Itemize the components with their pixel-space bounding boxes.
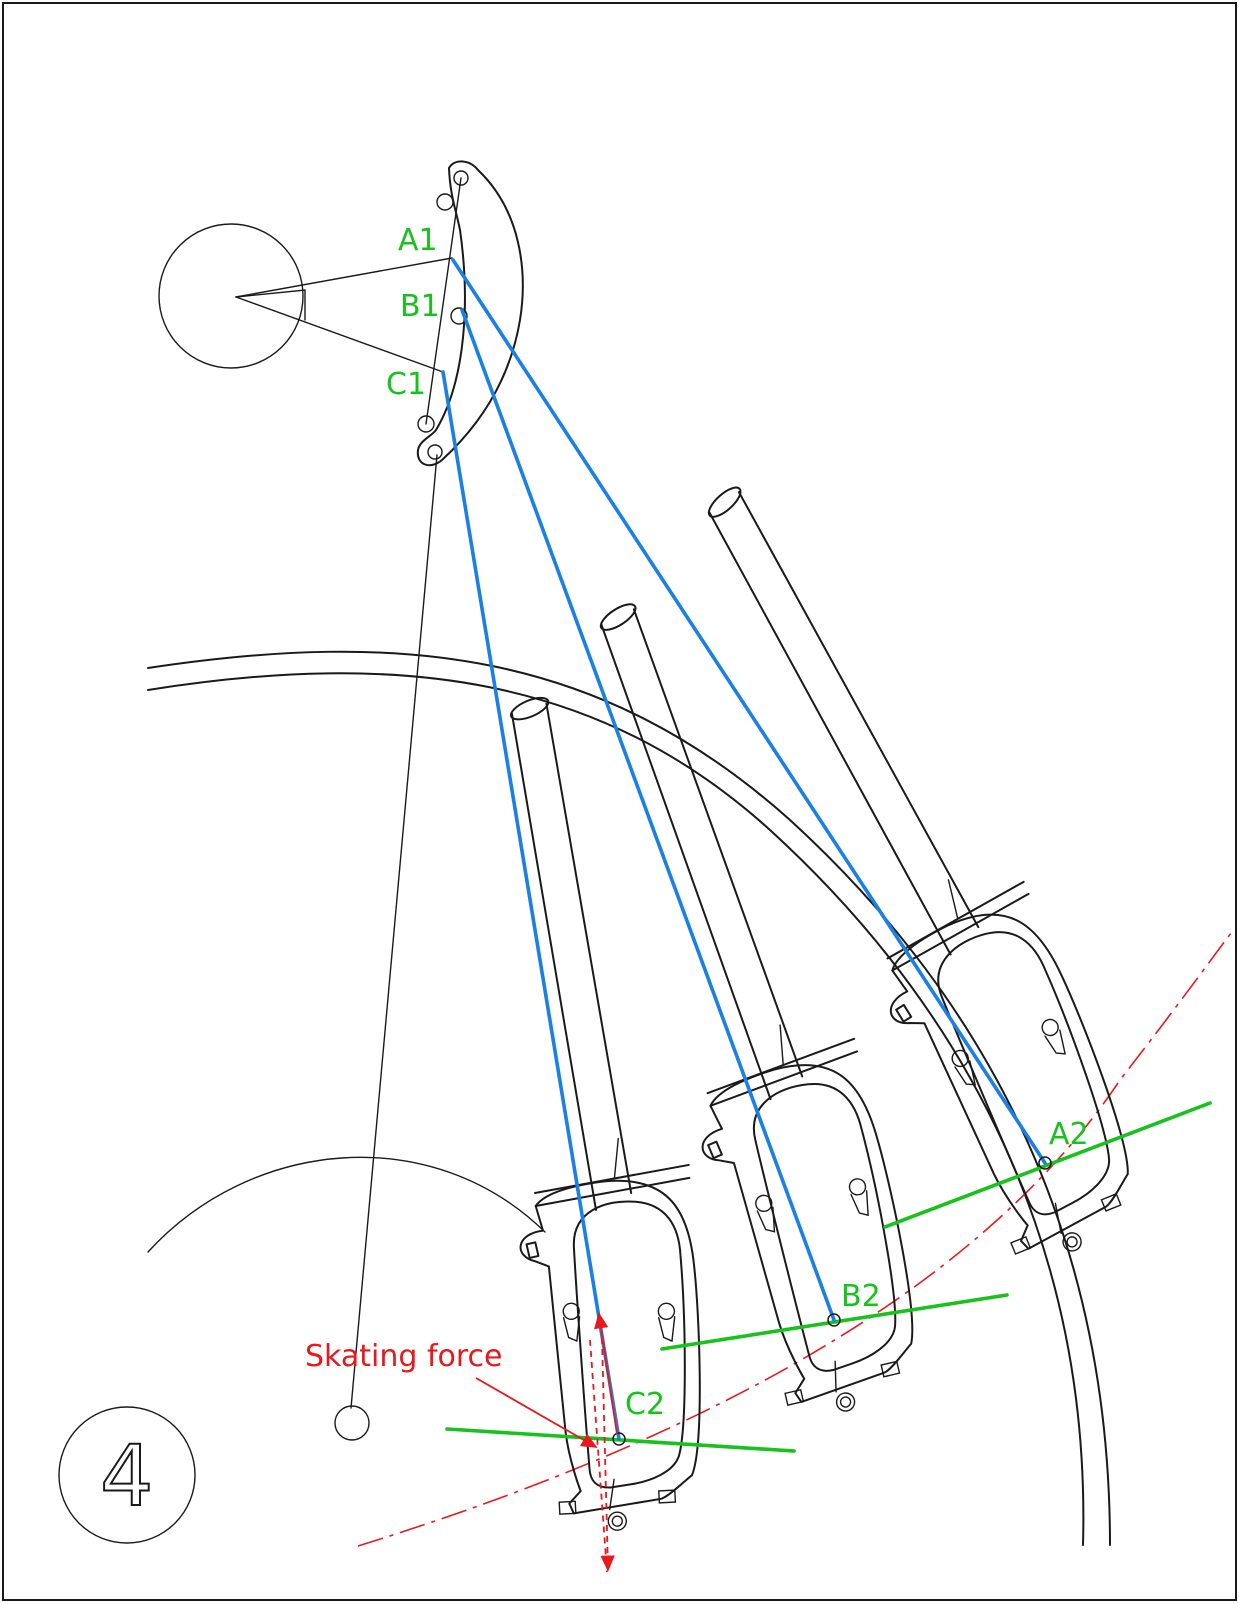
fork-position-b <box>577 571 938 1431</box>
point-b2 <box>827 1313 841 1327</box>
figure-number-circle <box>58 1406 196 1544</box>
line-c1-c2 <box>441 370 621 1441</box>
label-a1: A1 <box>398 223 438 258</box>
pivot-arm-tip <box>235 289 306 321</box>
tangent-line-b2 <box>660 1293 1009 1351</box>
link-centerline <box>425 177 462 425</box>
fork-position-a <box>683 436 1162 1283</box>
pendulum-rod <box>350 454 438 1409</box>
link-hole-b <box>450 307 468 325</box>
tangent-line-c2 <box>445 1427 796 1453</box>
label-b2: B2 <box>841 1279 881 1314</box>
tangent-line-a2 <box>883 1101 1212 1229</box>
wheel-arc-inner <box>147 672 1085 1546</box>
pendulum-bob <box>334 1405 370 1441</box>
figure-number: 4 <box>100 1427 153 1525</box>
link-hole-c <box>417 415 435 433</box>
point-a2 <box>1038 1156 1052 1170</box>
line-a1-a2 <box>451 258 1047 1165</box>
pivot-arm-upper <box>235 257 453 298</box>
skating-force-leader <box>475 1377 598 1448</box>
link-hole-top <box>453 170 469 186</box>
link-hole-a <box>436 193 454 211</box>
label-skating-force: Skating force <box>305 1339 503 1374</box>
curved-link <box>416 160 524 467</box>
tire-arc <box>147 1156 546 1253</box>
skating-force-arrow-up <box>594 1312 618 1435</box>
pivot-arm-lower <box>235 296 444 373</box>
trajectory-arc <box>357 931 1233 1547</box>
skating-force-arrow-side <box>589 1339 608 1573</box>
label-a2: A2 <box>1049 1117 1089 1152</box>
wheel-arc-outer <box>147 650 1111 1546</box>
link-hole-bottom <box>427 444 443 460</box>
label-c1: C1 <box>386 367 426 402</box>
label-b1: B1 <box>400 289 440 324</box>
label-c2: C2 <box>625 1387 665 1422</box>
skating-force-arrow-down <box>600 1337 615 1572</box>
point-c2 <box>612 1432 626 1446</box>
pivot-circle <box>158 223 304 369</box>
line-b1-b2 <box>460 308 836 1322</box>
fork-position-c <box>490 686 710 1536</box>
